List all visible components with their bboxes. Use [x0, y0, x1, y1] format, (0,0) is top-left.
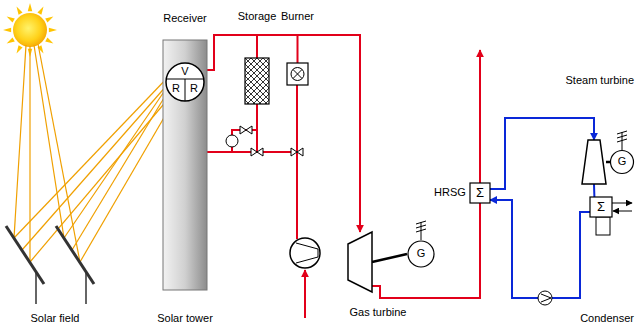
symbol-letter: R — [190, 82, 198, 95]
compressor-symbol — [290, 238, 320, 268]
cooling-water — [612, 203, 632, 211]
burner-outline — [287, 63, 308, 85]
fan-symbol — [226, 135, 238, 147]
shaft-line — [606, 161, 610, 164]
symbol-letter: G — [618, 155, 627, 168]
generator: G — [610, 150, 634, 174]
component-label: HRSG — [434, 186, 466, 199]
sun-ray — [17, 45, 23, 53]
grid-symbols — [416, 131, 627, 240]
solar-tower: ReceiverVRRSolar tower — [163, 40, 207, 290]
symbol-letter: Σ — [476, 185, 484, 200]
sun-ray — [3, 28, 11, 33]
sun-ray — [7, 17, 15, 23]
component-label: Condenser — [580, 312, 634, 325]
heliostats — [6, 226, 94, 304]
pipe-connector — [490, 200, 590, 298]
component-label: Storage — [238, 10, 277, 23]
shaft-line — [372, 254, 407, 262]
air-piping — [196, 50, 480, 318]
burner: Burner — [287, 63, 308, 85]
sun-ray — [45, 17, 53, 23]
symbol-letter: R — [172, 82, 180, 95]
sun-ray — [7, 37, 15, 43]
gas-turbine: Gas turbine — [348, 232, 372, 292]
component-label: Gas turbine — [350, 306, 407, 319]
steam-turbine: Steam turbine — [582, 140, 606, 184]
heat-storage-outline — [245, 58, 269, 104]
sun-ray — [49, 28, 57, 33]
sun-ray — [28, 3, 33, 11]
sun-ray — [17, 7, 23, 15]
sun — [13, 13, 47, 47]
pipe-connector — [593, 184, 595, 197]
component-label: Steam turbine — [566, 74, 634, 87]
sun-ray — [45, 37, 53, 43]
symbol-letter: V — [181, 65, 188, 78]
feed-pump-mark — [541, 294, 551, 302]
pipe-connector — [490, 118, 594, 189]
compressor-wedge — [296, 243, 318, 263]
pipe-connector — [372, 203, 480, 298]
valves — [240, 126, 303, 156]
receiver: ReceiverVRR — [165, 62, 205, 102]
light-rays — [14, 44, 176, 262]
symbol-letter: Σ — [597, 199, 605, 214]
component-label: Burner — [281, 10, 314, 23]
hrsg: HRSGΣ — [470, 183, 490, 203]
sun-ray — [37, 7, 43, 15]
gas-turbine-outline — [348, 232, 372, 292]
component-label: Solar tower — [157, 312, 213, 325]
pipe-connector — [205, 35, 360, 232]
condenser: ΣCondenser — [590, 197, 612, 217]
steam-turbine-outline — [582, 140, 606, 184]
generator: G — [407, 240, 435, 268]
condenser-hotwell — [596, 217, 610, 235]
symbol-letter: G — [417, 247, 426, 260]
heat-storage: Storage — [245, 58, 269, 104]
area-label: Solar field — [31, 312, 80, 325]
feed-pump — [538, 291, 552, 305]
component-label: Receiver — [163, 12, 206, 25]
